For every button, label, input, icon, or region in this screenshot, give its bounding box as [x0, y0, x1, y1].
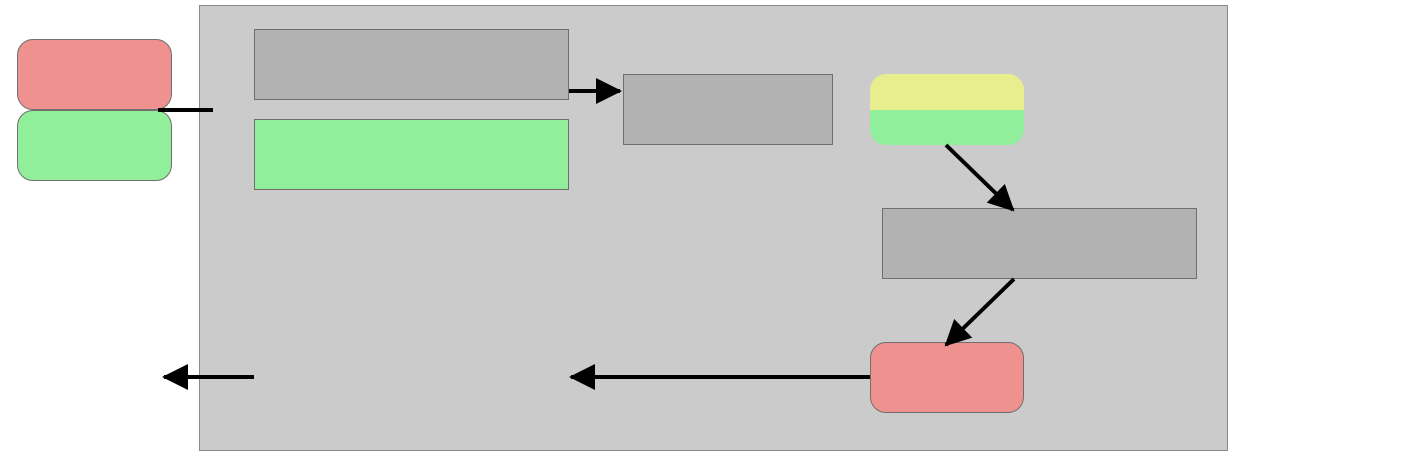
middle-process-box[interactable]: [623, 74, 833, 145]
right-process-box[interactable]: [882, 208, 1197, 279]
green-bar[interactable]: [254, 119, 569, 190]
yellow-green-pill[interactable]: [870, 74, 1024, 145]
left-green-pill[interactable]: [17, 110, 172, 181]
top-process-box[interactable]: [254, 29, 569, 100]
arrow-right-box-to-bottom-pill: [944, 277, 1016, 347]
left-red-pill[interactable]: [17, 39, 172, 110]
arrow-yellow-pill-to-right-box: [944, 143, 1015, 212]
